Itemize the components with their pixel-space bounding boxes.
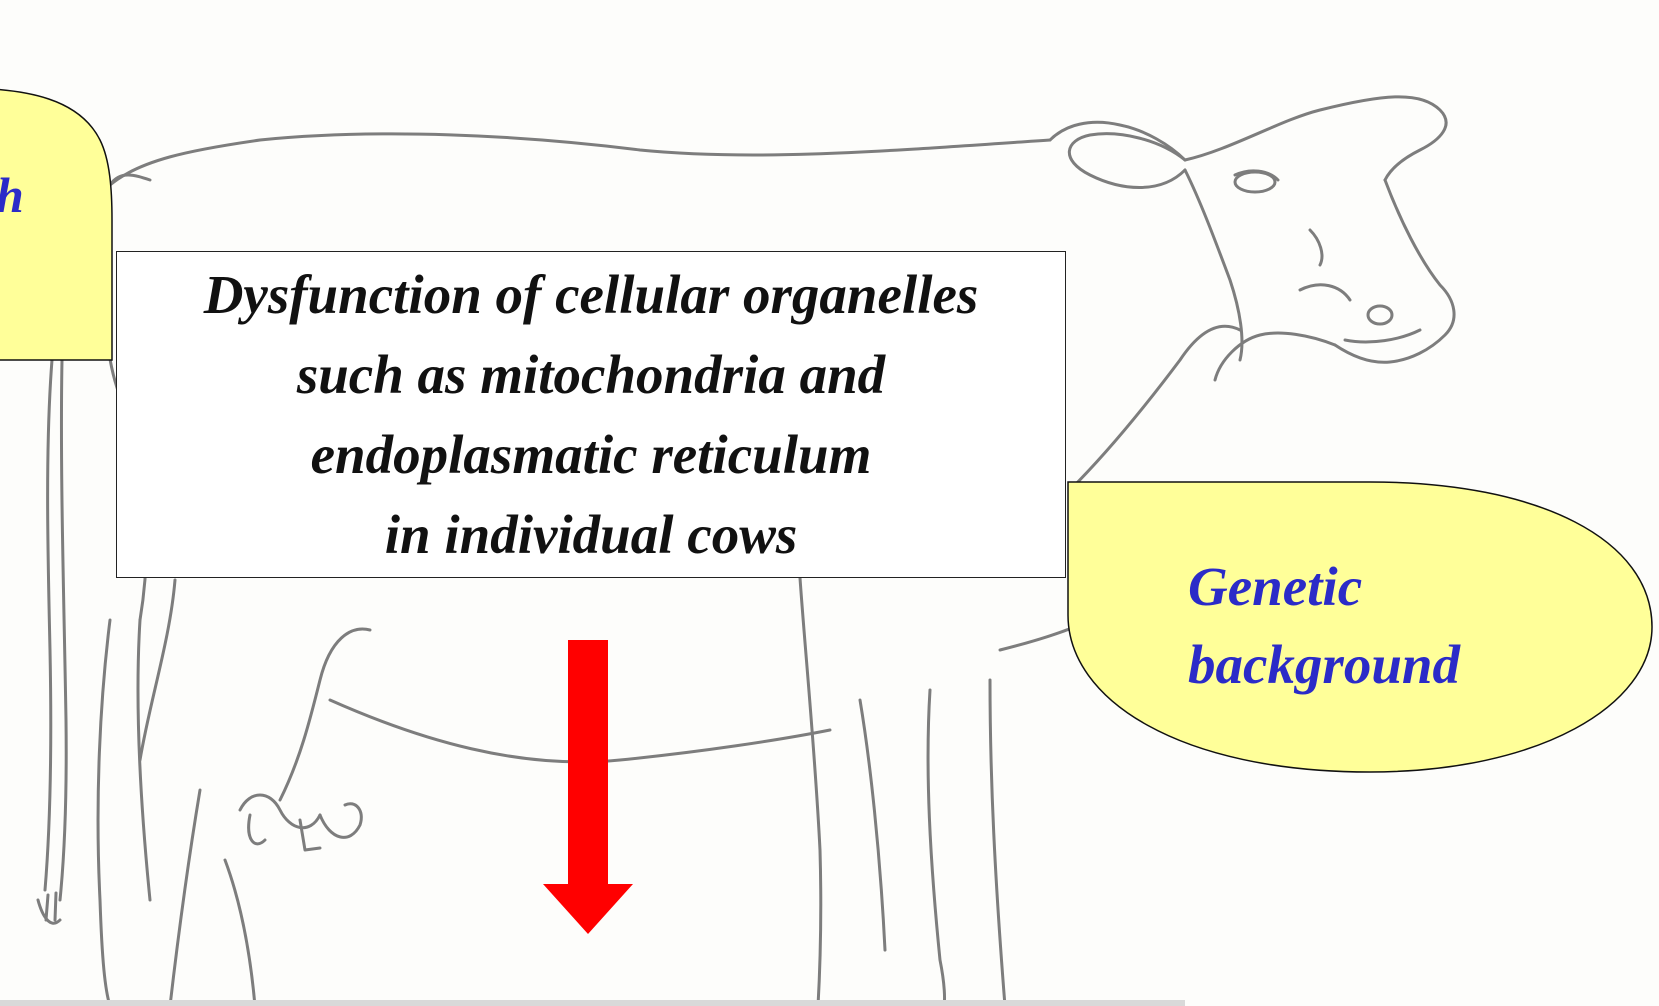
- main-text-line-3: endoplasmatic reticulum: [311, 415, 872, 495]
- down-arrow-icon: [540, 640, 636, 936]
- main-text-box: Dysfunction of cellular organelles such …: [116, 251, 1066, 578]
- main-text-line-2: such as mitochondria and: [297, 335, 885, 415]
- main-text-line-4: in individual cows: [385, 495, 798, 575]
- right-callout-text: Genetic background: [1188, 548, 1460, 704]
- right-callout-line-1: Genetic: [1188, 548, 1460, 626]
- bottom-divider: [0, 1000, 1185, 1006]
- main-text-line-1: Dysfunction of cellular organelles: [204, 255, 979, 335]
- left-callout-text: h: [0, 170, 24, 220]
- right-callout-line-2: background: [1188, 626, 1460, 704]
